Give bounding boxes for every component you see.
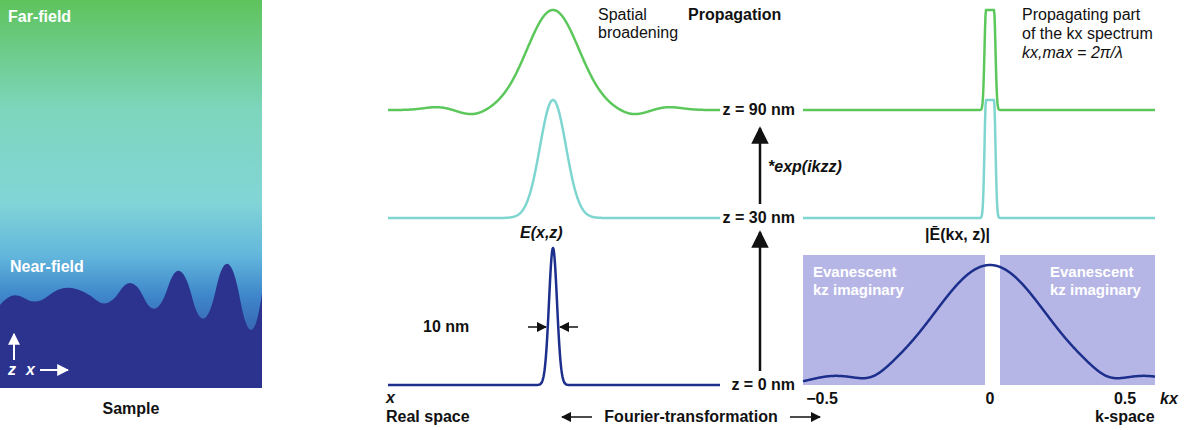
- height-label: z = 30 nm: [723, 209, 795, 227]
- fourier-arrow: [790, 416, 820, 418]
- field-curve: [388, 100, 720, 218]
- height-label: z = 0 nm: [731, 376, 795, 394]
- evanescent-band: [1000, 255, 1155, 385]
- field-curve: [388, 248, 720, 385]
- caption-arrow-text: Fourier-transformation: [604, 408, 777, 426]
- propagation-arrow: [759, 128, 762, 204]
- node-text: Evanescent kz imaginary: [1050, 263, 1150, 299]
- evanescent-region: Evanescent kz imaginary: [803, 255, 985, 385]
- formula: *exp(ikzz): [768, 158, 842, 176]
- tick-label: 0.5: [1114, 390, 1136, 408]
- height-label: z = 90 nm: [723, 101, 795, 119]
- z-axis-arrow: [13, 334, 15, 360]
- field-curve: [803, 10, 1155, 110]
- annotation: of the kx spectrum: [1022, 25, 1153, 43]
- node-text: Sample: [103, 400, 160, 418]
- sample-panel: Far-fieldNear-fieldSample: [0, 0, 262, 388]
- formula: kx,max = 2π/λ: [1022, 44, 1123, 62]
- annotation: Spatial broadening: [598, 6, 698, 42]
- x-axis-arrow: [40, 369, 68, 371]
- curves: [388, 10, 1155, 385]
- rough-surface: [0, 264, 262, 388]
- node-text: Evanescent kz imaginary: [813, 263, 913, 299]
- dimension: 10 nm: [423, 318, 469, 336]
- section-title: Propagation: [688, 6, 781, 24]
- node-text: Far-field: [8, 8, 71, 26]
- field-curve: [803, 100, 1155, 218]
- field-gradient: [0, 0, 262, 388]
- evanescent-band: [803, 255, 985, 385]
- axis-label: z: [8, 361, 16, 379]
- tick-label: −0.5: [806, 390, 838, 408]
- tick-label: 0: [986, 390, 995, 408]
- axis-label: x: [386, 389, 395, 407]
- axis-title: E(x,z): [520, 224, 563, 242]
- evanescent-region: Evanescent kz imaginary: [1000, 255, 1155, 385]
- annotation: Propagating part: [1022, 6, 1140, 24]
- propagation-arrow: [759, 232, 762, 371]
- axis-title: |Ē(kx, z)|: [925, 226, 990, 244]
- panel-title: Real space: [386, 408, 470, 426]
- axis-label: kx: [1160, 390, 1178, 408]
- width-arrow: [560, 326, 578, 328]
- panel-title: k-space: [1095, 408, 1155, 426]
- fourier-arrow: [562, 416, 592, 418]
- node-text: Near-field: [10, 258, 84, 276]
- width-arrow: [528, 326, 546, 328]
- axis-label: x: [26, 361, 35, 379]
